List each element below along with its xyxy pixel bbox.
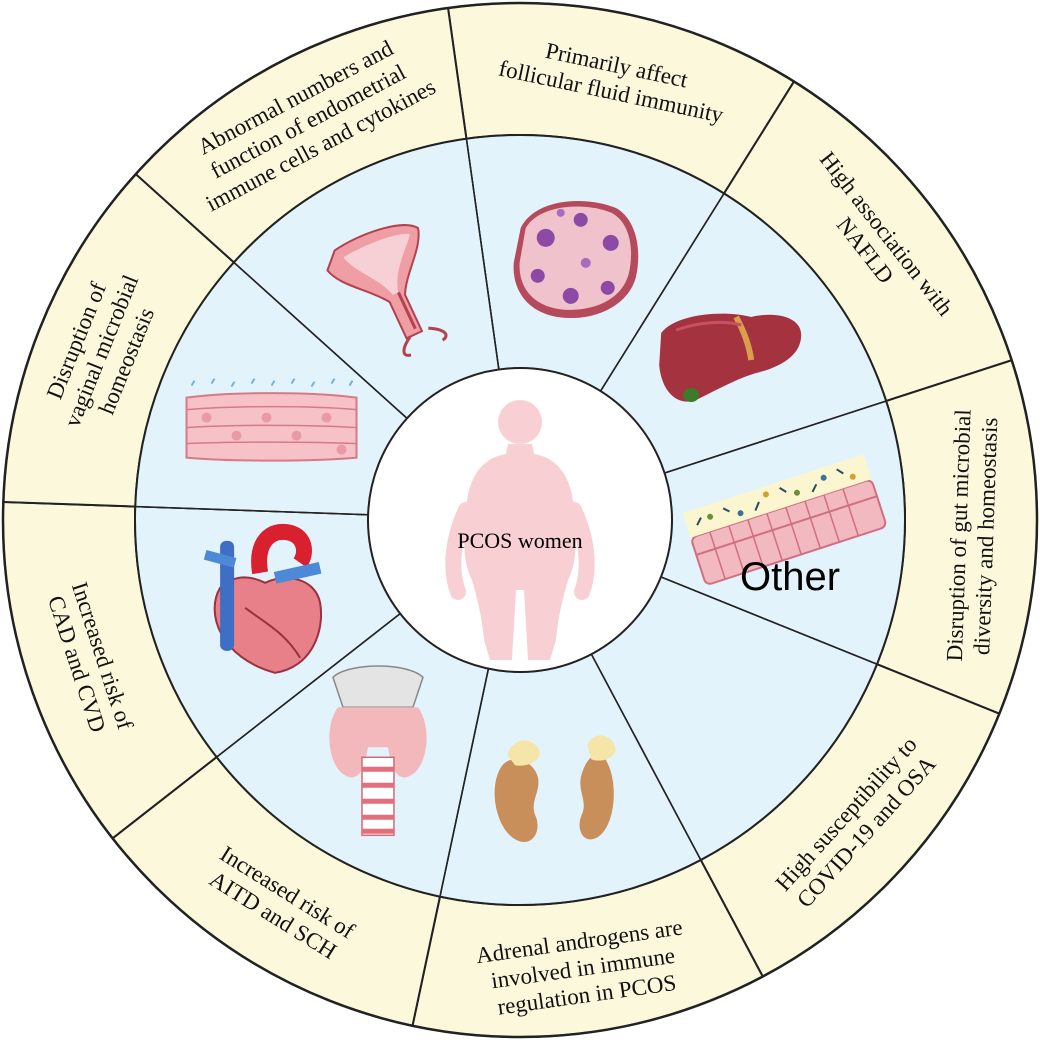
segment-divider [664, 359, 1012, 474]
segment-divider [3, 501, 369, 516]
segment-divider [411, 668, 490, 1026]
other-label: Other [740, 555, 840, 599]
segment-divider [590, 653, 764, 977]
segment-divider [599, 81, 795, 392]
woman-silhouette-icon [445, 400, 595, 660]
segment-divider [660, 576, 1000, 715]
middle-border [134, 134, 906, 906]
ovary-follicle-icon [513, 200, 639, 319]
segment-divider [135, 173, 408, 419]
center-label: PCOS women [457, 528, 582, 553]
segment-divider [112, 612, 401, 839]
segment-divider [447, 7, 500, 370]
segment-dividers [3, 7, 1012, 1026]
